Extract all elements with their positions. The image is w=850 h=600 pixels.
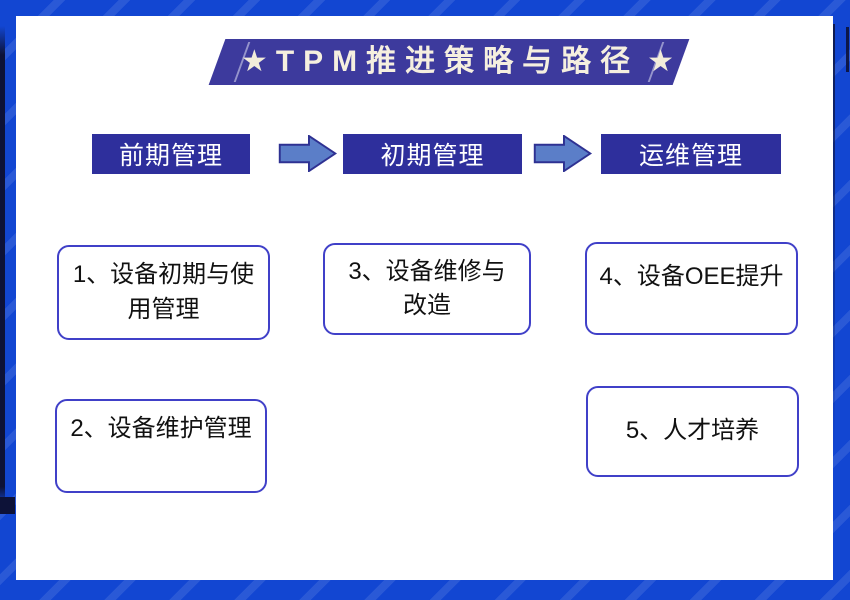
flow-box-2: 2、设备维护管理: [55, 399, 267, 493]
left-accent-nub: [0, 497, 15, 514]
flow-box-1: 1、设备初期与使 用管理: [57, 245, 270, 340]
flow-box-4: 4、设备OEE提升: [585, 242, 798, 335]
stage-label: 前期管理: [118, 142, 223, 170]
flow-box-text: 改造: [403, 292, 451, 319]
flow-box-text: 3、设备维修与: [348, 257, 506, 285]
flow-box-text: 5、人才培养: [625, 417, 760, 445]
right-border-shadow: [833, 24, 835, 454]
stage-header-operations: 运维管理: [601, 134, 781, 174]
stage-header-initial: 初期管理: [343, 134, 522, 174]
star-icon: ★: [647, 45, 675, 78]
left-accent-bar: [0, 26, 5, 506]
stage-header-early: 前期管理: [92, 134, 250, 174]
title-banner-content: ★ TPM推进策略与路径 ★: [217, 39, 698, 85]
flow-box-5: 5、人才培养: [586, 386, 799, 477]
content-area: ★ TPM推进策略与路径 ★ 前期管理 初期管理 运维管理 1、设备初期与使 用…: [16, 16, 833, 580]
arrow-right-icon: [278, 135, 338, 172]
flow-box-text: 2、设备维护管理: [70, 415, 252, 442]
right-accent-line: [846, 27, 849, 72]
stage-label: 运维管理: [638, 142, 743, 170]
flow-box-3: 3、设备维修与 改造: [323, 243, 531, 335]
stage-label: 初期管理: [380, 142, 485, 170]
page-title: TPM推进策略与路径: [275, 45, 640, 78]
star-icon: ★: [240, 45, 268, 78]
arrow-right-icon: [533, 135, 593, 172]
flow-box-text: 4、设备OEE提升: [599, 263, 784, 290]
flow-box-text: 用管理: [127, 295, 200, 323]
flow-box-text: 1、设备初期与使: [72, 261, 255, 289]
